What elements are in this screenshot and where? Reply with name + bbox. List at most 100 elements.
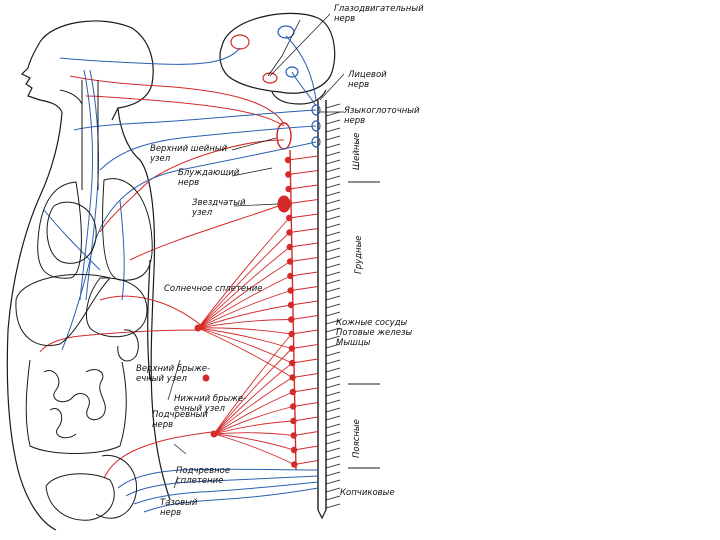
brain-nuclei — [230, 19, 301, 84]
small-intestine — [43, 369, 106, 439]
sympathetic-chain — [284, 149, 319, 471]
splanchnic-fiber — [197, 327, 293, 364]
vertebra-tick — [325, 343, 341, 349]
label-superior-mesenteric-ganglion: Верхний брыже- ечный узел — [136, 364, 211, 384]
splanchnic-fiber — [197, 275, 291, 329]
vertebra-tick — [325, 367, 341, 373]
label-coccygeal: Копчиковые — [340, 488, 395, 498]
plexus-ganglion — [202, 374, 210, 382]
label-facial-nerve: Лицевой нерв — [348, 70, 387, 90]
splanchnic-fiber — [213, 333, 292, 435]
label-region-lumbar: Поясные — [352, 419, 362, 458]
splanchnic-fiber — [197, 327, 292, 335]
vertebra-tick — [325, 279, 341, 285]
vertebra-tick — [325, 423, 341, 429]
splanchnic-fiber — [213, 348, 293, 435]
ramus — [288, 199, 319, 204]
vertebra-tick — [325, 247, 341, 253]
label-superior-cervical-ganglion: Верхний шейный узел — [150, 144, 228, 164]
ramus — [289, 228, 319, 233]
ramus — [293, 416, 319, 422]
region-dividers — [348, 181, 380, 469]
vertebra-tick — [325, 319, 341, 325]
vertebra-tick — [325, 239, 341, 245]
ramus — [293, 402, 319, 407]
label-vagus-nerve: Блуждающий нерв — [178, 168, 240, 188]
splanchnic-fiber — [213, 433, 295, 465]
kidney — [117, 329, 139, 362]
vertebra-tick — [325, 383, 341, 389]
cranial-nerve-ganglia — [311, 104, 321, 148]
ramus — [291, 329, 319, 335]
vertebra-tick — [325, 495, 341, 501]
ramus — [289, 242, 319, 248]
vertebra-tick — [325, 199, 341, 205]
vertebra-tick — [325, 151, 341, 157]
vertebra-tick — [325, 167, 341, 173]
vertebra-tick — [325, 191, 341, 197]
left-lung — [102, 178, 153, 281]
chain-ganglion — [285, 185, 292, 193]
vertebra-tick — [325, 399, 341, 405]
ramus — [290, 271, 319, 277]
trachea — [81, 80, 99, 190]
vertebra-tick — [325, 111, 341, 117]
ramus — [287, 155, 319, 161]
vertebra-tick — [325, 455, 341, 461]
plexus-ganglion — [194, 324, 202, 332]
splanchnic-fiber — [213, 432, 294, 436]
vertebra-tick — [325, 295, 341, 301]
parasympathetic-fibers — [43, 35, 319, 513]
right-lung — [37, 181, 82, 279]
vertebra-tick — [325, 175, 341, 181]
vertebra-tick — [325, 183, 341, 189]
vertebra-ticks — [325, 103, 341, 509]
vertebra-tick — [325, 119, 341, 125]
vertebra-tick — [325, 415, 341, 421]
liver — [15, 273, 111, 347]
splanchnic-fiber — [197, 217, 290, 329]
ramus — [292, 387, 319, 393]
label-region-cervical: Шейные — [352, 132, 362, 170]
vertebra-tick — [325, 287, 341, 293]
label-skin-vessels: Кожные сосуды Потовые железы Мышцы — [336, 318, 413, 348]
label-region-thoracic: Грудные — [354, 235, 364, 274]
label-glossopharyngeal-nerve: Языкоглоточный нерв — [344, 106, 420, 126]
vertebra-tick — [325, 471, 341, 477]
ramus — [293, 431, 319, 436]
splanchnic-fiber — [213, 391, 293, 435]
ramus — [291, 344, 319, 349]
vertebra-tick — [325, 231, 341, 237]
pelvic-organ — [95, 454, 138, 519]
ramus — [288, 184, 319, 190]
splanchnic-fiber — [197, 319, 292, 329]
leader-lines — [167, 13, 345, 489]
splanchnic-fiber — [213, 420, 294, 435]
vertebra-tick — [325, 215, 341, 221]
label-hypogastric-nerve: Подчревный нерв — [152, 410, 208, 430]
label-oculomotor-nerve: Глазодвигательный нерв — [334, 4, 424, 24]
vertebra-tick — [325, 311, 341, 317]
bladder — [45, 473, 115, 521]
vertebra-tick — [325, 263, 341, 269]
vertebra-tick — [325, 487, 341, 493]
splanchnic-fiber — [213, 433, 295, 451]
vertebra-tick — [325, 439, 341, 445]
ramus — [289, 213, 319, 219]
vertebra-tick — [325, 391, 341, 397]
ramus — [290, 257, 319, 262]
heart — [46, 201, 97, 264]
vertebra-tick — [325, 375, 341, 381]
ramus — [294, 460, 319, 465]
colon — [25, 359, 127, 454]
splanchnic-fiber — [197, 261, 291, 329]
label-stellate-ganglion: Звездчатый узел — [192, 198, 246, 218]
vertebra-tick — [325, 271, 341, 277]
vertebra-tick — [325, 407, 341, 413]
ramus — [290, 300, 319, 306]
stomach — [85, 277, 148, 338]
brain — [219, 12, 336, 105]
splanchnic-fiber — [197, 232, 290, 329]
splanchnic-fiber — [197, 304, 292, 329]
